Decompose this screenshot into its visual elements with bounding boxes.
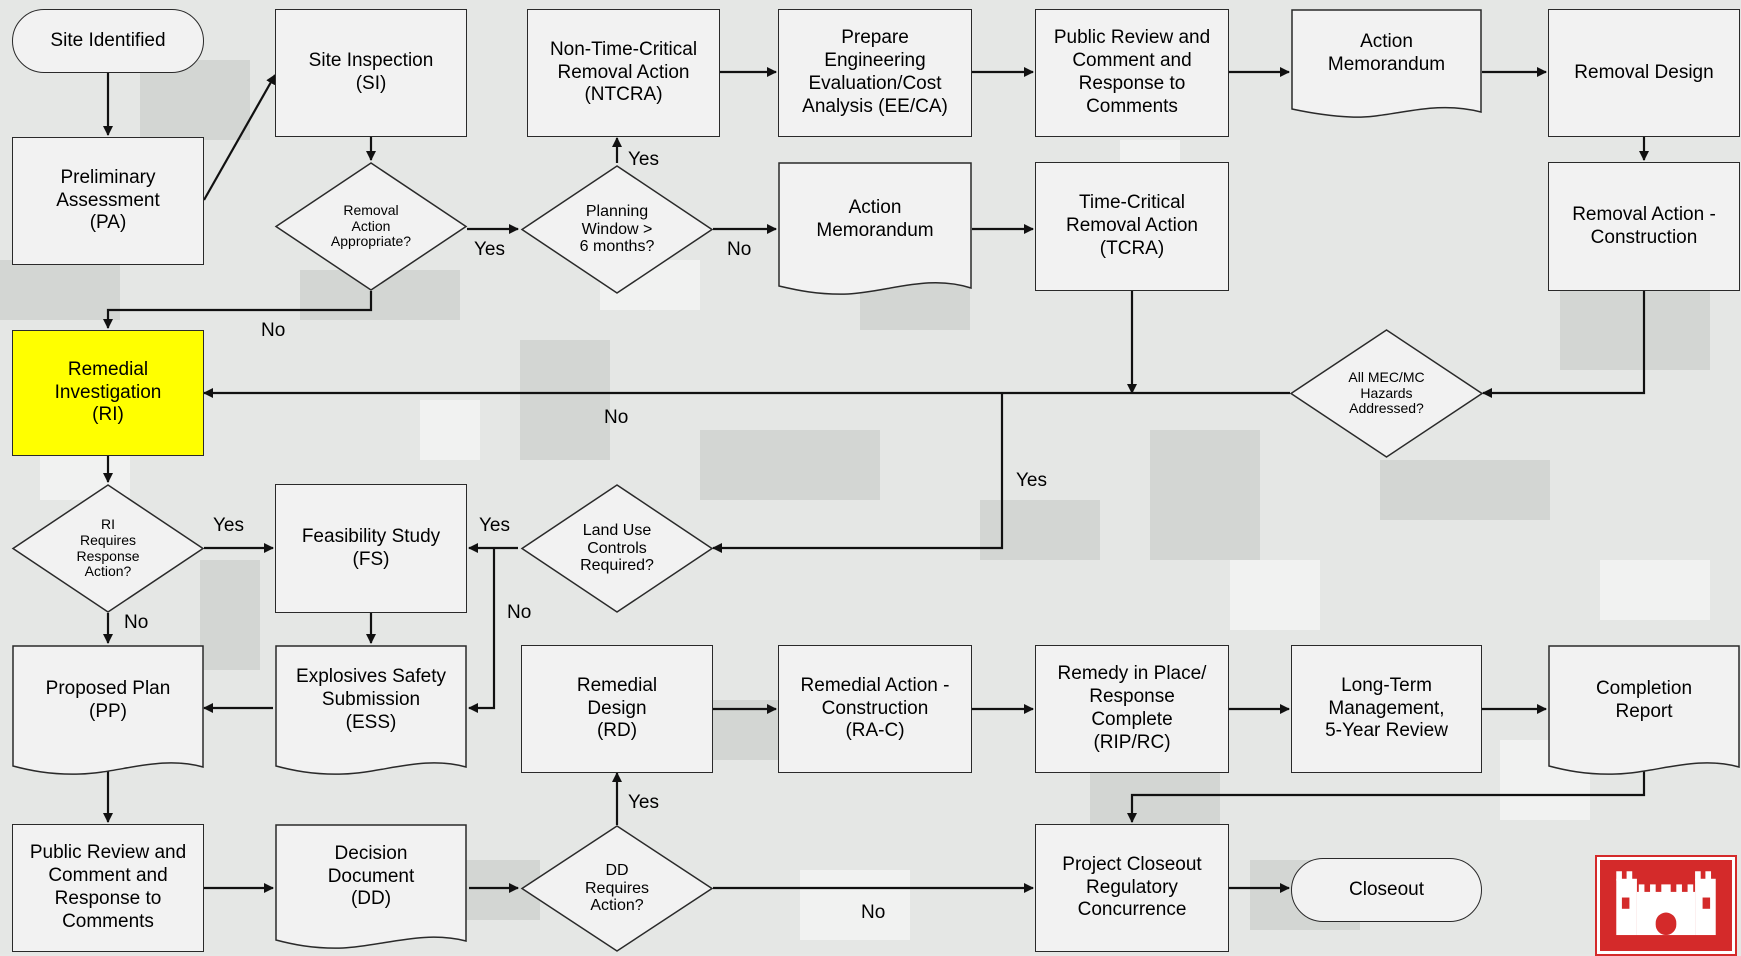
node-label: Removal Design [1574,61,1714,83]
node-label: Removal Action Appropriate? [330,201,412,250]
node-label: Land Use Controls Required? [580,521,654,575]
node-label: Remedial Action - Construction (RA-C) [800,674,950,742]
node-project-closeout-concurrence: Project Closeout Regulatory Concurrence [1035,824,1229,952]
edge-label-no: No [604,407,629,428]
node-label: All MEC/MC Hazards Addressed? [1348,368,1425,417]
edge-label-no: No [124,612,149,633]
node-label: Action Memorandum [816,196,934,241]
edge-label-no: No [861,902,886,923]
node-preliminary-assessment: Preliminary Assessment (PA) [12,137,204,265]
node-action-memorandum-top: Action Memorandum [1291,9,1482,118]
node-label: Action Memorandum [1327,31,1446,75]
diamond-shape [274,162,468,291]
castle-logo-graphic [1616,871,1716,936]
node-label: Prepare Engineering Evaluation/Cost Anal… [802,27,948,117]
diamond-shape [1289,329,1484,458]
node-label: Planning Window > 6 months? [579,202,655,256]
node-label: Preliminary Assessment (PA) [56,166,160,234]
decision-mec-hazards: All MEC/MC Hazards Addressed? [1289,329,1484,458]
node-public-review-top: Public Review and Comment and Response t… [1035,9,1229,137]
node-label: RI Requires Response Action? [76,516,140,580]
node-label: Explosives Safety Submission (ESS) [296,666,446,733]
node-site-identified: Site Identified [12,9,204,73]
node-label: Remedial Design (RD) [576,674,658,742]
node-label: Completion Report [1595,677,1693,722]
document-shape [778,162,972,295]
node-remedial-design: Remedial Design (RD) [521,645,713,773]
document-shape [275,824,467,949]
diamond-shape [520,165,714,294]
edge-label-yes: Yes [213,515,244,536]
edge-label-yes: Yes [474,239,505,260]
castle-icon [1595,855,1737,956]
node-ntcra: Non-Time-Critical Removal Action (NTCRA) [527,9,720,137]
decision-ri-requires-response: RI Requires Response Action? [11,484,205,613]
node-label: Remedial Investigation (RI) [54,358,162,426]
node-label: Public Review and Comment and Response t… [1053,27,1211,117]
diamond-shape [11,484,205,613]
node-remedy-in-place: Remedy in Place/ Response Complete (RIP/… [1035,645,1229,773]
node-removal-action-construction: Removal Action - Construction [1548,162,1740,291]
node-completion-report: Completion Report [1548,645,1740,775]
edge-label-no: No [507,602,532,623]
node-removal-design: Removal Design [1548,9,1740,137]
node-label: Decision Document (DD) [327,842,415,910]
node-label: DD Requires Action? [584,861,650,915]
node-decision-document: Decision Document (DD) [275,824,467,949]
decision-dd-requires-action: DD Requires Action? [520,825,714,952]
edge-label-yes: Yes [628,149,659,170]
diamond-shape [520,825,714,952]
node-label: Public Review and Comment and Response t… [29,842,187,932]
document-shape [12,645,204,775]
node-site-inspection: Site Inspection (SI) [275,9,467,137]
node-proposed-plan: Proposed Plan (PP) [12,645,204,775]
node-label: Proposed Plan (PP) [45,677,171,722]
node-explosives-safety-submission: Explosives Safety Submission (ESS) [275,645,467,775]
node-label: Non-Time-Critical Removal Action (NTCRA) [549,38,698,106]
node-label: Feasibility Study (FS) [301,525,441,570]
edge-label-no: No [261,320,286,341]
edge-label-yes: Yes [628,792,659,813]
node-tcra: Time-Critical Removal Action (TCRA) [1035,162,1229,291]
node-long-term-management: Long-Term Management, 5-Year Review [1291,645,1482,773]
node-remedial-investigation: Remedial Investigation (RI) [12,330,204,456]
edge-label-no: No [727,239,752,260]
node-public-review-bottom: Public Review and Comment and Response t… [12,824,204,952]
document-shape [275,645,467,775]
node-label: Closeout [1349,878,1424,900]
document-shape [1548,645,1740,775]
node-label: Site Inspection (SI) [308,50,434,94]
document-shape [1291,9,1482,118]
node-label: Removal Action - Construction [1572,203,1716,248]
node-label: Site Identified [50,29,166,51]
node-eeca: Prepare Engineering Evaluation/Cost Anal… [778,9,972,137]
edge-label-yes: Yes [479,515,510,536]
node-label: Long-Term Management, 5-Year Review [1325,674,1448,742]
node-label: Remedy in Place/ Response Complete (RIP/… [1057,663,1207,753]
node-remedial-action-construction: Remedial Action - Construction (RA-C) [778,645,972,773]
decision-land-use-controls: Land Use Controls Required? [520,484,714,613]
edge-label-yes: Yes [1016,470,1047,491]
node-label: Project Closeout Regulatory Concurrence [1062,853,1202,921]
diamond-shape [520,484,714,613]
node-action-memorandum-mid: Action Memorandum [778,162,972,295]
node-closeout: Closeout [1291,858,1482,922]
node-label: Time-Critical Removal Action (TCRA) [1065,192,1198,259]
node-feasibility-study: Feasibility Study (FS) [275,484,467,613]
decision-planning-window: Planning Window > 6 months? [520,165,714,294]
decision-removal-appropriate: Removal Action Appropriate? [274,162,468,291]
